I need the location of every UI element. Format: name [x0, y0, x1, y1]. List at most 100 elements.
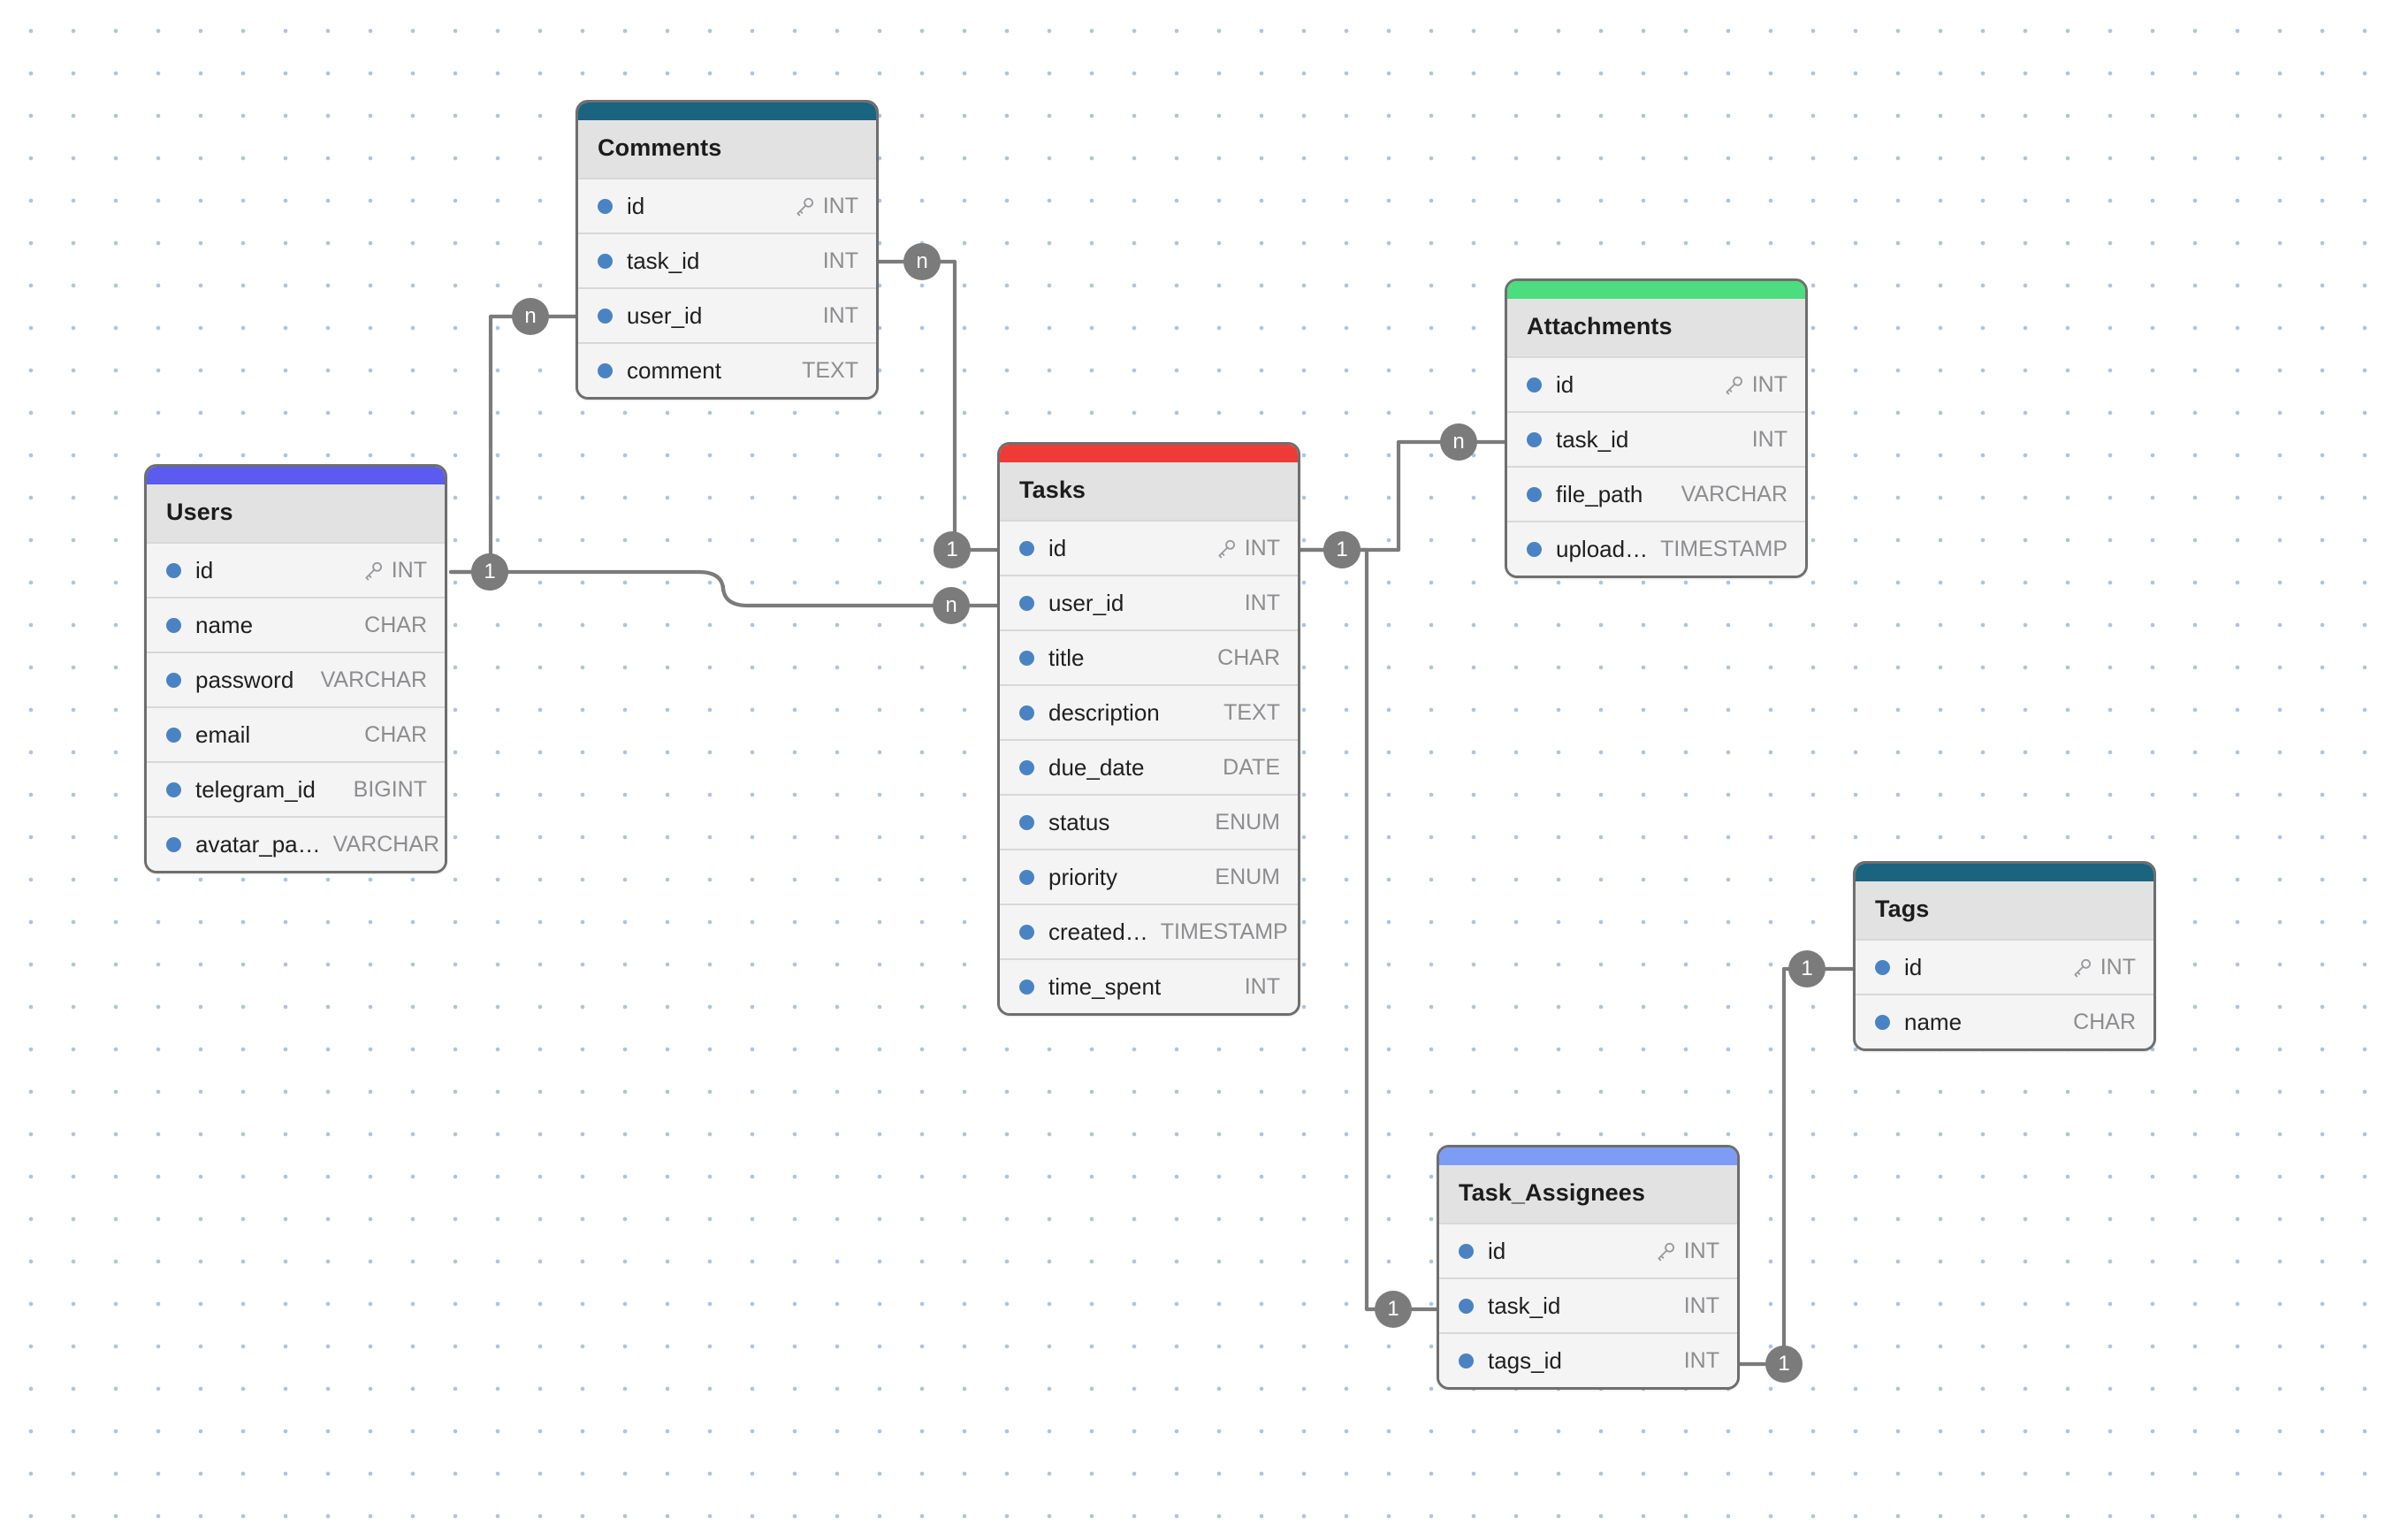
field-meta: INT	[1216, 536, 1280, 561]
entity-title[interactable]: Task_Assignees	[1439, 1165, 1737, 1223]
field-type: ENUM	[1215, 864, 1280, 889]
relationship-edge-tags-task_assignees[interactable]	[1737, 966, 1856, 1367]
key-icon	[2074, 958, 2091, 978]
key-icon	[1726, 376, 1742, 395]
field-type: INT	[1244, 973, 1280, 999]
field-type: INT	[1751, 426, 1787, 452]
field-type: BIGINT	[353, 776, 427, 802]
field-meta: CHAR	[364, 722, 427, 748]
field-name: name	[1904, 1008, 1963, 1035]
field-row[interactable]: id INT	[578, 178, 876, 233]
field-meta: TIMESTAMP	[1161, 919, 1288, 945]
entity-accent-bar	[1000, 445, 1298, 462]
field-bullet-icon	[1019, 705, 1034, 720]
field-row[interactable]: priority ENUM	[1000, 849, 1298, 903]
field-row[interactable]: task_id INT	[1507, 411, 1805, 466]
field-meta: DATE	[1223, 755, 1280, 781]
field-name: id	[627, 192, 645, 219]
field-name: user_id	[1048, 589, 1124, 616]
cardinality-badge: n	[512, 298, 549, 335]
cardinality-badge: 1	[934, 531, 971, 568]
field-type: INT	[1683, 1238, 1719, 1263]
field-name: priority	[1048, 863, 1118, 890]
field-name: email	[195, 720, 251, 748]
field-bullet-icon	[1875, 959, 1890, 975]
field-meta: VARCHAR	[1681, 482, 1787, 507]
field-row[interactable]: avatar_pa… VARCHAR	[147, 816, 445, 871]
entity-title[interactable]: Attachments	[1507, 299, 1805, 356]
key-icon	[1658, 1242, 1674, 1262]
field-type: TIMESTAMP	[1160, 919, 1288, 944]
field-type: CHAR	[2073, 1009, 2136, 1034]
relationship-edge-users-comments[interactable]	[448, 314, 578, 575]
field-meta: VARCHAR	[333, 832, 439, 858]
field-meta: VARCHAR	[321, 667, 427, 693]
field-row[interactable]: email CHAR	[147, 706, 445, 761]
field-bullet-icon	[598, 308, 613, 324]
entity-title[interactable]: Tasks	[1000, 462, 1298, 520]
field-bullet-icon	[1459, 1353, 1474, 1368]
cardinality-badge: 1	[471, 553, 508, 591]
entity-title[interactable]: Comments	[578, 120, 876, 178]
entity-accent-bar	[1856, 864, 2153, 881]
field-type: VARCHAR	[1681, 481, 1787, 507]
field-name: id	[1048, 534, 1067, 561]
field-bullet-icon	[598, 362, 613, 378]
field-name: status	[1048, 808, 1110, 835]
field-type: INT	[2100, 954, 2136, 980]
field-meta: CHAR	[364, 613, 427, 638]
field-name: task_id	[627, 247, 700, 274]
field-row[interactable]: name CHAR	[1856, 994, 2153, 1048]
field-name: task_id	[1556, 425, 1629, 453]
field-type: CHAR	[364, 612, 427, 637]
field-bullet-icon	[1875, 1014, 1890, 1030]
field-name: user_id	[627, 301, 703, 329]
field-row[interactable]: created…TIMESTAMP	[1000, 903, 1298, 958]
relationship-edge-tasks-comments[interactable]	[876, 259, 1000, 553]
relationship-edge-users-tasks[interactable]	[448, 569, 1000, 608]
field-meta: INT	[1684, 1348, 1719, 1374]
entity-title[interactable]: Tags	[1856, 881, 2153, 939]
field-row[interactable]: id INT	[1000, 520, 1298, 575]
field-name: avatar_pa…	[195, 830, 321, 858]
entity-title[interactable]: Users	[147, 484, 445, 542]
field-meta: BIGINT	[354, 777, 427, 803]
field-type: INT	[391, 557, 427, 583]
field-type: INT	[1683, 1347, 1719, 1373]
field-row[interactable]: user_id INT	[578, 287, 876, 342]
field-type: INT	[822, 302, 858, 328]
field-meta: INT	[823, 303, 858, 329]
field-meta: INT	[795, 194, 858, 219]
relationship-edge-tasks-task_assignees[interactable]	[1298, 547, 1439, 1312]
cardinality-badge: 1	[1788, 950, 1826, 987]
field-row[interactable]: upload…TIMESTAMP	[1507, 521, 1805, 576]
entity-accent-bar	[578, 103, 876, 120]
field-meta: ENUM	[1215, 865, 1280, 890]
field-type: INT	[1751, 371, 1787, 397]
